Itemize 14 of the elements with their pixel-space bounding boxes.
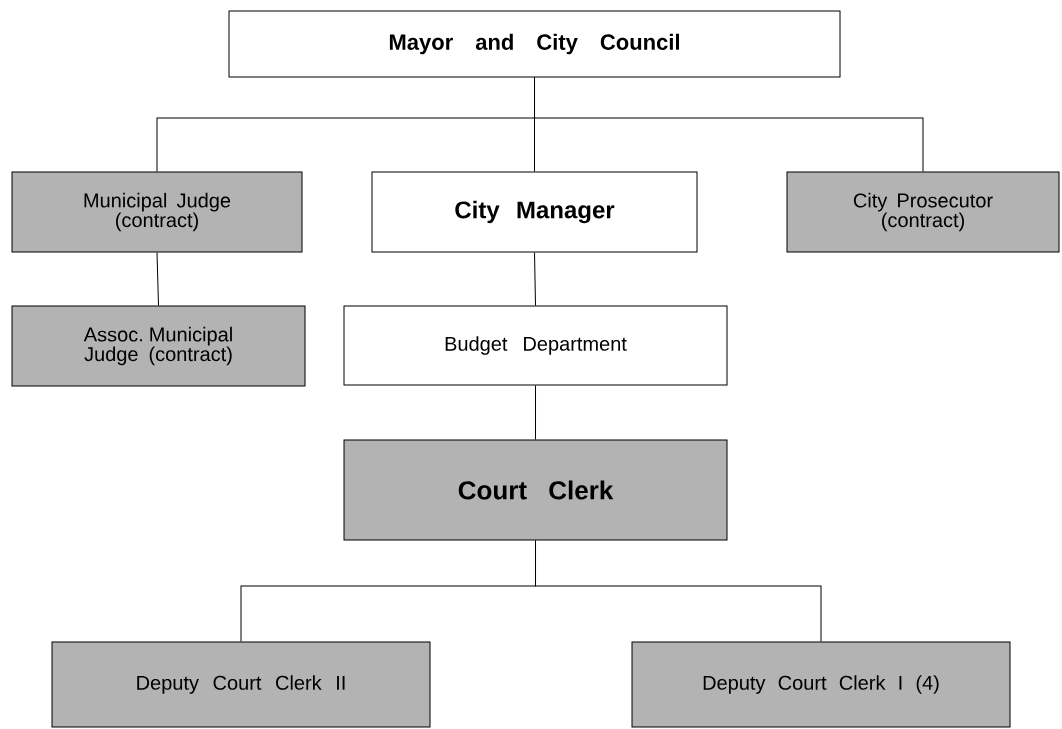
org-box: Assoc. Municipal Judge (contract) (11, 305, 306, 387)
connector-line (156, 252, 159, 306)
connector-line (535, 540, 822, 642)
org-box: Municipal Judge (contract) (11, 171, 303, 253)
org-box: Deputy Court Clerk I (4) (631, 641, 1011, 728)
org-box: City Prosecutor (contract) (786, 171, 1060, 253)
connector-line (534, 77, 924, 172)
connector-line (535, 385, 536, 440)
org-box: Court Clerk (343, 439, 728, 541)
connector-line (534, 252, 536, 306)
org-box: Budget Department (343, 305, 728, 386)
org-box: Mayor and City Council (228, 10, 841, 78)
org-box: Deputy Court Clerk II (51, 641, 431, 728)
org-box: City Manager (371, 171, 698, 253)
